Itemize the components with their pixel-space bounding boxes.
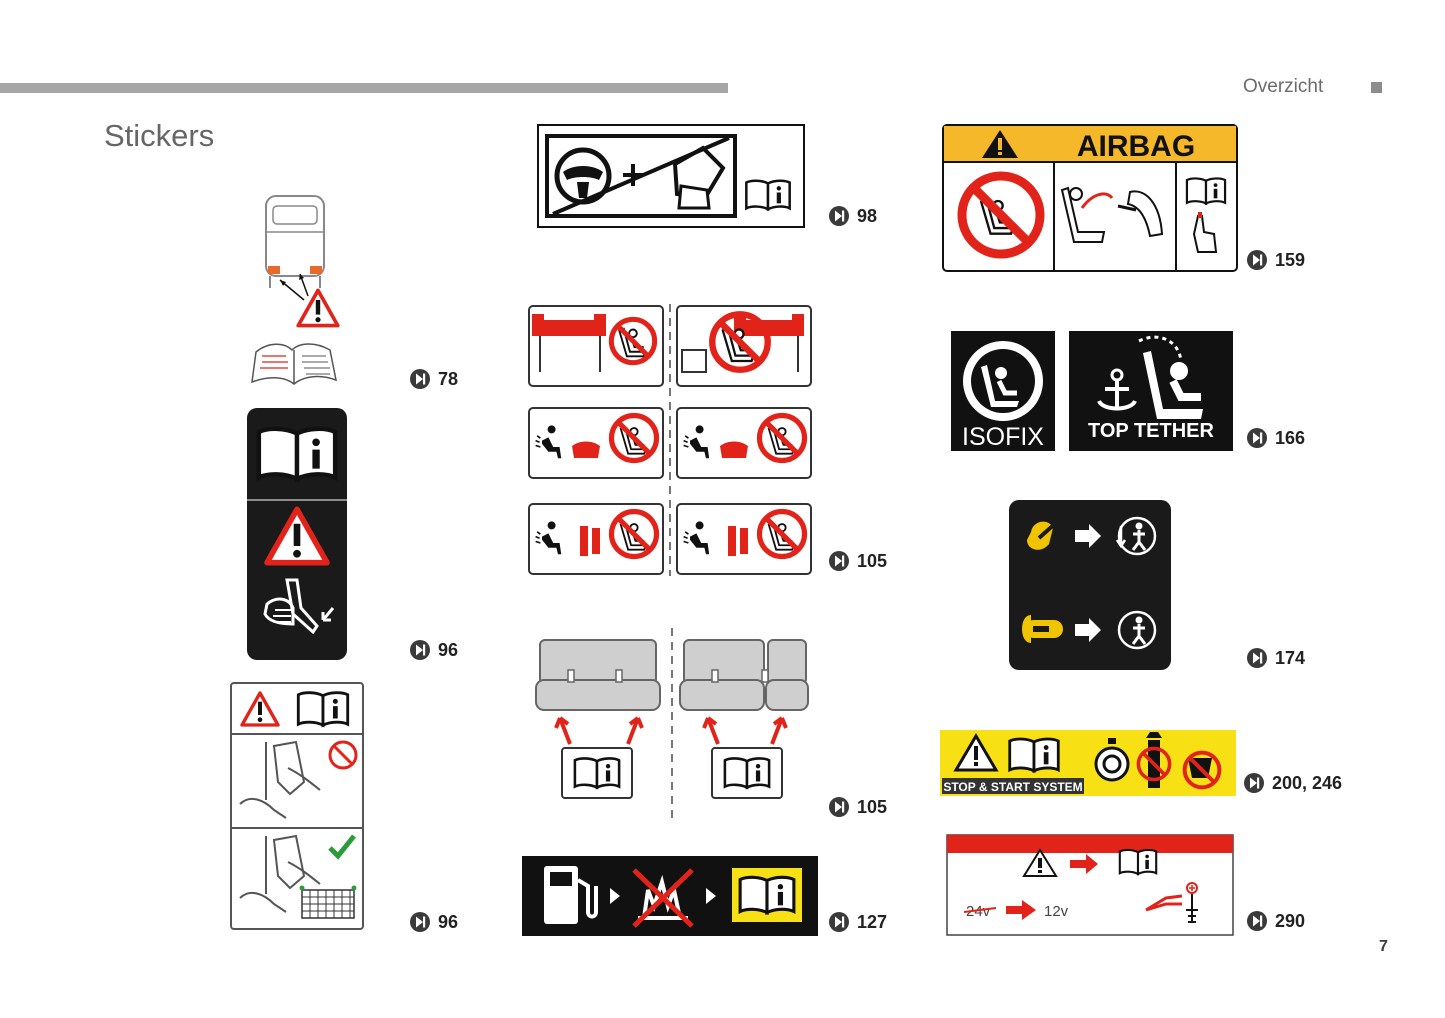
page-reference-arrow-icon	[1246, 910, 1268, 932]
reference-number: 105	[857, 550, 888, 571]
page-number: 7	[1379, 938, 1388, 955]
page-reference[interactable]: 105	[828, 549, 887, 573]
page-reference[interactable]: 96	[409, 910, 458, 934]
top-tether-label: TOP TETHER	[1088, 420, 1215, 442]
sticker-battery-voltage-icon: 24v 12v	[946, 834, 1234, 936]
sticker-fuel-warning-icon	[522, 856, 818, 936]
section-marker	[1371, 82, 1382, 93]
header-bar	[0, 83, 728, 93]
page-reference-arrow-icon	[828, 550, 850, 572]
reference-number: 96	[438, 911, 459, 932]
reference-number: 98	[857, 205, 878, 226]
reference-number: 174	[1275, 647, 1306, 668]
page-reference-arrow-icon	[409, 368, 431, 390]
reference-number: 200, 246	[1272, 772, 1343, 793]
page-reference[interactable]: 166	[1246, 426, 1305, 450]
sticker-stop-start-icon: STOP & START SYSTEM	[940, 730, 1236, 796]
page-reference[interactable]: 174	[1246, 646, 1305, 670]
section-title: Overzicht	[1243, 76, 1324, 97]
sticker-bench-seats-icon	[535, 628, 809, 822]
page-reference[interactable]: 78	[409, 367, 458, 391]
page-reference[interactable]: 290	[1246, 909, 1305, 933]
voltage-to-label: 12v	[1044, 903, 1069, 920]
page-reference-arrow-icon	[409, 639, 431, 661]
sticker-isofix-icon: ISOFIX	[951, 331, 1055, 451]
reference-number: 290	[1275, 910, 1306, 931]
page-reference-arrow-icon	[828, 796, 850, 818]
reference-number: 127	[857, 911, 888, 932]
sticker-seat-adjust-icon	[230, 682, 364, 930]
reference-number: 159	[1275, 249, 1306, 270]
sticker-airbag-warning-icon	[247, 408, 347, 660]
page-reference[interactable]: 127	[828, 910, 887, 934]
stop-start-label: STOP & START SYSTEM	[943, 780, 1082, 794]
airbag-label: AIRBAG	[1077, 130, 1195, 163]
voltage-from-label: 24v	[966, 903, 991, 920]
sticker-towing-icon	[251, 195, 340, 385]
sticker-airbag-icon: AIRBAG	[942, 124, 1238, 272]
page-reference[interactable]: 159	[1246, 248, 1305, 272]
page-reference-arrow-icon	[1246, 647, 1268, 669]
reference-number: 78	[438, 368, 459, 389]
page-reference-arrow-icon	[1243, 772, 1265, 794]
reference-number: 166	[1275, 427, 1306, 448]
page-reference-arrow-icon	[1246, 427, 1268, 449]
sticker-passenger-airbag-grid-icon	[528, 304, 812, 576]
page-reference-arrow-icon	[828, 205, 850, 227]
page-reference-arrow-icon	[828, 911, 850, 933]
page-title: Stickers	[104, 118, 215, 153]
page-reference[interactable]: 105	[828, 795, 887, 819]
isofix-label: ISOFIX	[962, 423, 1044, 451]
sticker-top-tether-icon: TOP TETHER	[1069, 331, 1233, 451]
sticker-child-lock-icon	[1009, 500, 1171, 670]
sticker-steering-airbag-icon	[537, 124, 805, 228]
reference-number: 96	[438, 639, 459, 660]
page-reference-arrow-icon	[409, 911, 431, 933]
page-reference[interactable]: 96	[409, 638, 458, 662]
page-reference[interactable]: 98	[828, 204, 877, 228]
reference-number: 105	[857, 796, 888, 817]
page-reference[interactable]: 200, 246	[1243, 771, 1342, 795]
page-reference-arrow-icon	[1246, 249, 1268, 271]
